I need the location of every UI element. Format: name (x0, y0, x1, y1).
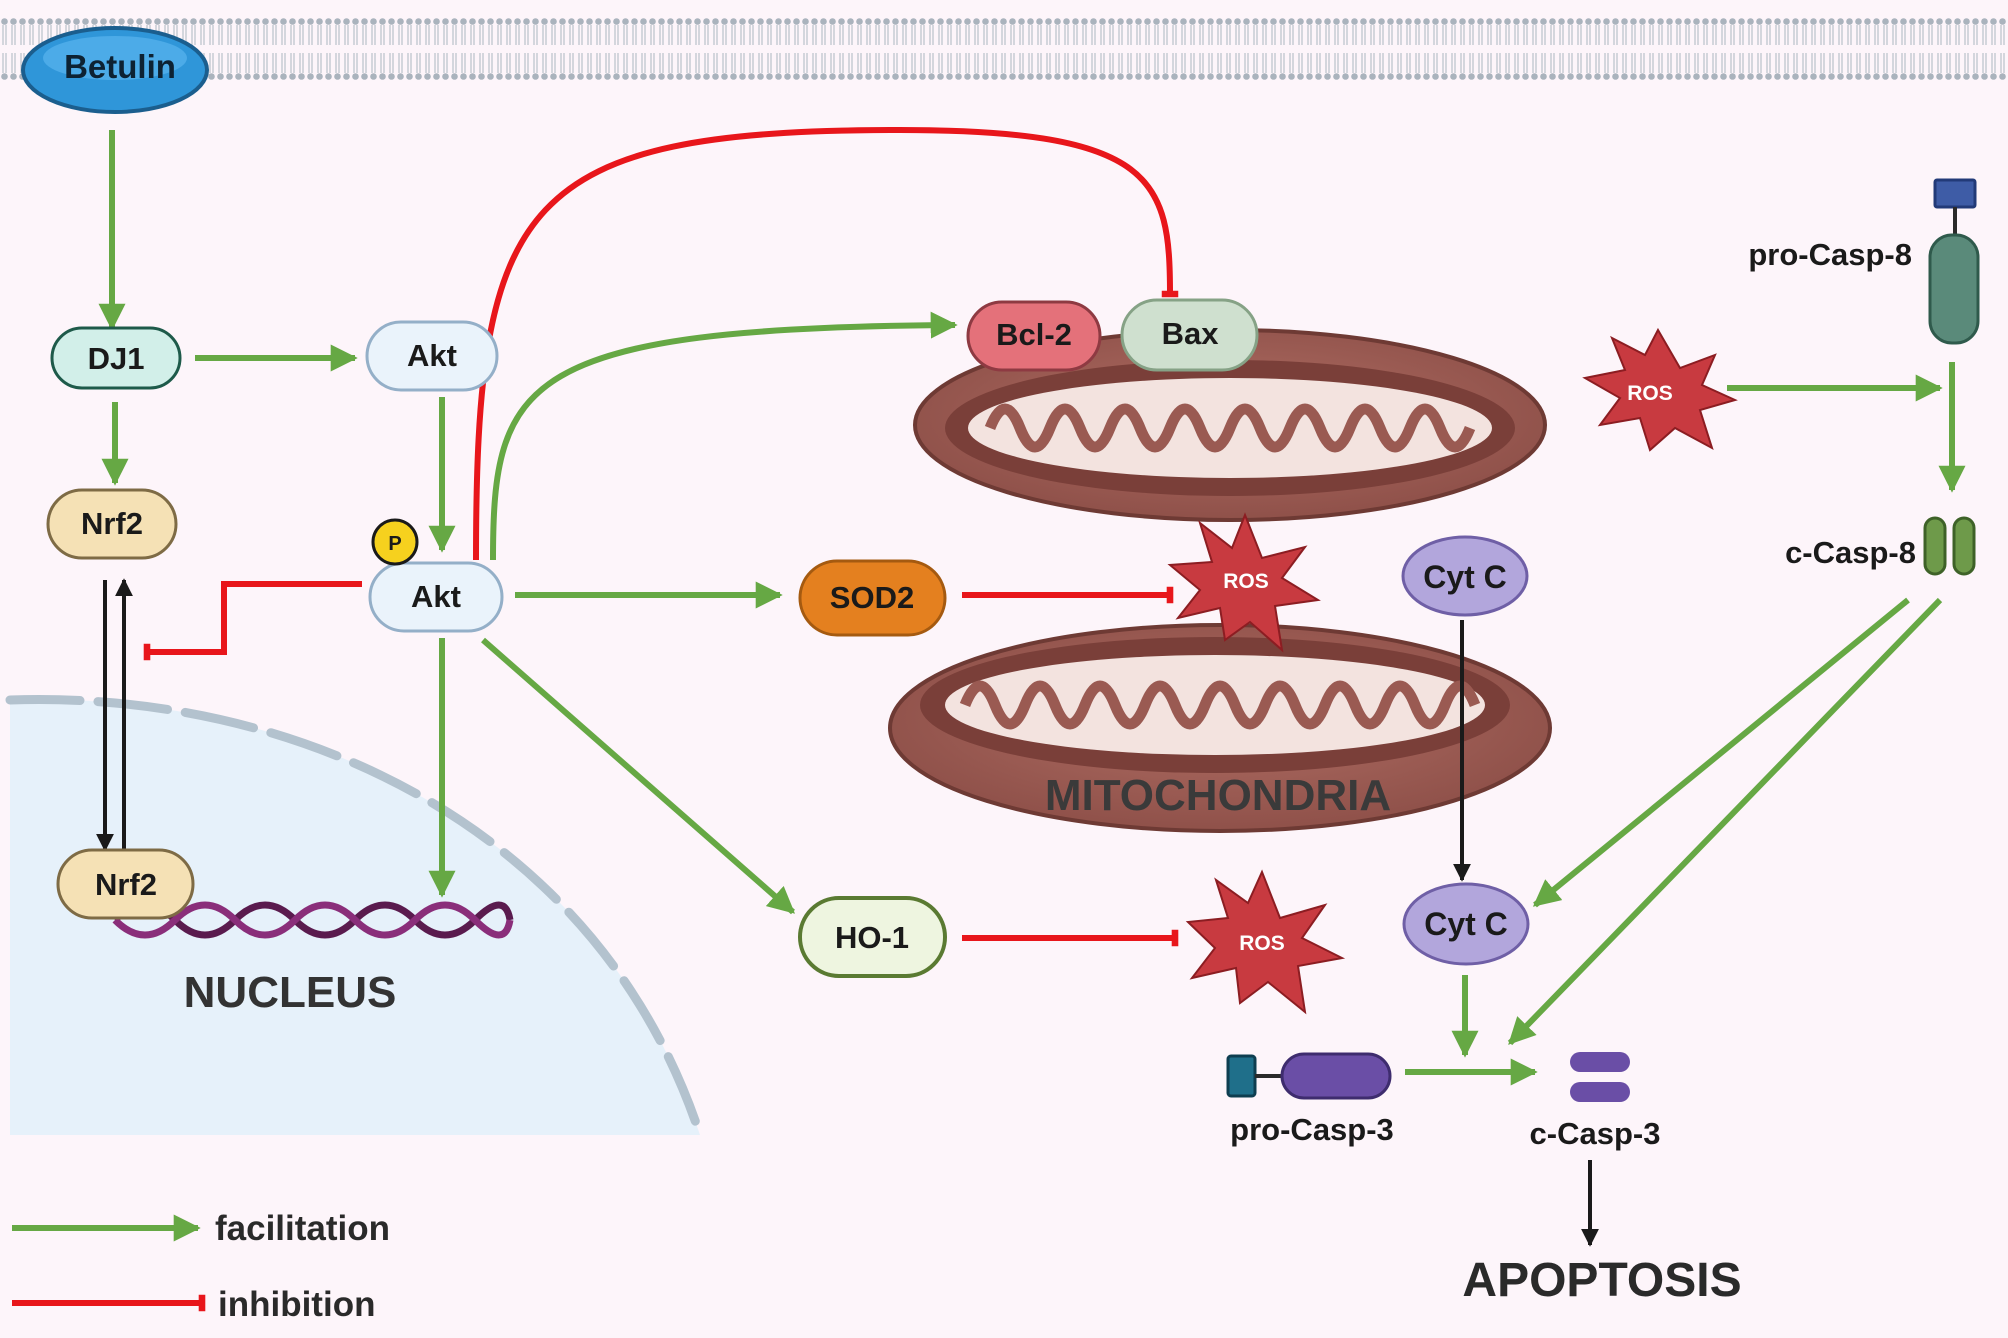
arrow-ccasp8-cytc (1532, 597, 1910, 908)
betulin-label: Betulin (64, 48, 176, 85)
cell-membrane (0, 18, 2008, 80)
c-casp3-label: c-Casp-3 (1530, 1116, 1661, 1151)
pro-casp3-icon (1226, 1052, 1392, 1100)
cytc-mito-node: Cyt C (1401, 535, 1529, 617)
sod2-node: SOD2 (798, 559, 947, 637)
svg-text:DJ1: DJ1 (88, 341, 145, 376)
nrf2-nucleus-node: Nrf2 (56, 848, 195, 920)
legend: facilitation inhibition (12, 1209, 390, 1324)
pro-casp8-icon (1928, 178, 1980, 345)
legend-inhibition-label: inhibition (218, 1285, 375, 1324)
betulin-node: Betulin (21, 26, 209, 114)
svg-text:ROS: ROS (1627, 382, 1673, 405)
arrow-akt-bcl2 (490, 311, 958, 561)
svg-text:P: P (388, 533, 401, 555)
c-casp3-icon (1570, 1052, 1630, 1102)
svg-text:ROS: ROS (1239, 932, 1285, 955)
legend-facilitation-label: facilitation (215, 1209, 390, 1248)
svg-text:Bax: Bax (1162, 316, 1220, 351)
dj1-node: DJ1 (50, 326, 182, 390)
cytc-cytosol-node: Cyt C (1402, 882, 1530, 966)
svg-text:Cyt C: Cyt C (1424, 906, 1508, 942)
ros-burst-right: ROS (1582, 327, 1738, 452)
svg-text:Nrf2: Nrf2 (81, 506, 143, 541)
phosphate-badge (371, 518, 419, 566)
arrow-akt-ho1 (481, 637, 796, 915)
mitochondria-label: MITOCHONDRIA (1045, 771, 1391, 820)
nrf2-cytoplasm-node: Nrf2 (46, 488, 178, 560)
mitochondrion-icon (888, 623, 1552, 833)
ho1-node: HO-1 (798, 896, 947, 978)
ros-burst-mito: ROS (1167, 512, 1321, 653)
bcl2-node: Bcl-2 (966, 300, 1102, 372)
svg-text:HO-1: HO-1 (835, 920, 909, 955)
inhibit-akt-nrf2 (143, 581, 362, 661)
dna-helix-icon (112, 901, 514, 939)
c-casp8-label: c-Casp-8 (1785, 535, 1916, 570)
svg-text:Cyt C: Cyt C (1423, 559, 1507, 595)
apoptosis-label: APOPTOSIS (1462, 1254, 1741, 1307)
svg-text:SOD2: SOD2 (830, 580, 914, 615)
svg-text:Akt: Akt (407, 338, 457, 373)
mitochondrion-icon (913, 328, 1547, 522)
phospho-akt-node: Akt P (368, 518, 504, 633)
nucleus-label: NUCLEUS (184, 968, 397, 1017)
akt-node: Akt (365, 320, 499, 392)
bax-node: Bax (1120, 298, 1259, 372)
c-casp8-icon (1923, 516, 1976, 576)
svg-text:Nrf2: Nrf2 (95, 867, 157, 902)
inhibit-akt-bax (473, 126, 1179, 561)
pro-casp3-label: pro-Casp-3 (1230, 1112, 1394, 1147)
ros-burst-ho1: ROS (1185, 869, 1346, 1015)
svg-text:Bcl-2: Bcl-2 (996, 317, 1072, 352)
svg-text:ROS: ROS (1223, 570, 1269, 593)
svg-text:Akt: Akt (411, 579, 461, 614)
pro-casp8-label: pro-Casp-8 (1748, 237, 1912, 272)
arrow-ccasp8-ccasp3 (1507, 597, 1943, 1046)
